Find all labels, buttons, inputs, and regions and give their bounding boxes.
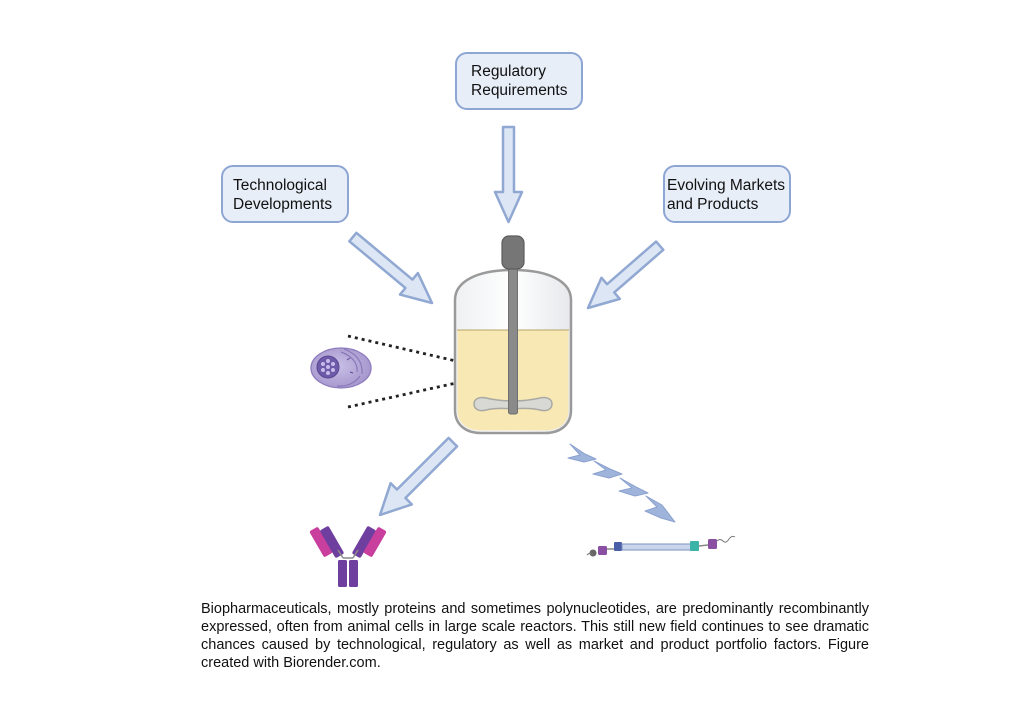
mrna-tail-block <box>708 539 717 549</box>
markets-line-1: Evolving Markets <box>667 177 786 194</box>
regulatory-line-2: Requirements <box>471 82 568 99</box>
mrna-5prime-strand <box>586 552 594 556</box>
arrow-markets-diagonal <box>586 240 665 310</box>
mrna-3utr <box>690 541 699 551</box>
mrna-cap <box>589 549 597 557</box>
motor-cap <box>501 235 525 270</box>
bioreactor <box>453 235 573 435</box>
mrna-promoter <box>614 542 622 551</box>
regulatory-line-1: Regulatory <box>471 63 546 80</box>
chevron-1 <box>567 443 597 463</box>
animal-cell <box>310 347 372 389</box>
chevron-2 <box>592 460 623 479</box>
arrow-regulatory-down <box>493 125 524 224</box>
arrow-to-antibody <box>378 436 459 517</box>
evolving-markets-box: Evolving Markets and Products <box>663 165 791 223</box>
arrow-technological-diagonal <box>348 231 434 305</box>
antibody-light-chain-right <box>363 527 387 557</box>
antibody-fc-left <box>338 560 347 587</box>
nucleus-chromatin <box>321 359 335 375</box>
chevron-arrow-chain <box>567 443 676 523</box>
regulatory-requirements-box: Regulatory Requirements <box>455 52 583 110</box>
antibody-icon <box>309 526 387 587</box>
chevron-3 <box>618 477 649 497</box>
antibody-heavy-chain-left <box>320 526 344 558</box>
mrna-construct-icon <box>586 535 736 557</box>
technological-line-1: Technological <box>233 177 327 194</box>
technological-line-2: Developments <box>233 196 333 213</box>
technological-developments-box: Technological Developments <box>221 165 349 223</box>
mrna-polya-tail <box>716 535 736 543</box>
zoom-line-top <box>347 334 457 363</box>
cell-vesicle-marks <box>346 357 354 374</box>
markets-line-2: and Products <box>667 196 759 213</box>
figure-caption: Biopharmaceuticals, mostly proteins and … <box>201 601 869 671</box>
mrna-5utr <box>598 546 607 555</box>
antibody-fc-right <box>349 560 358 587</box>
cell-er <box>336 348 363 387</box>
stirrer-shaft <box>508 261 518 415</box>
chevron-4 <box>644 495 676 523</box>
antibody-hinge <box>337 549 359 559</box>
antibody-light-chain-left <box>309 527 333 557</box>
zoom-line-bottom <box>347 381 457 409</box>
antibody-heavy-chain-right <box>352 526 376 558</box>
mrna-coding-sequence <box>621 543 699 551</box>
